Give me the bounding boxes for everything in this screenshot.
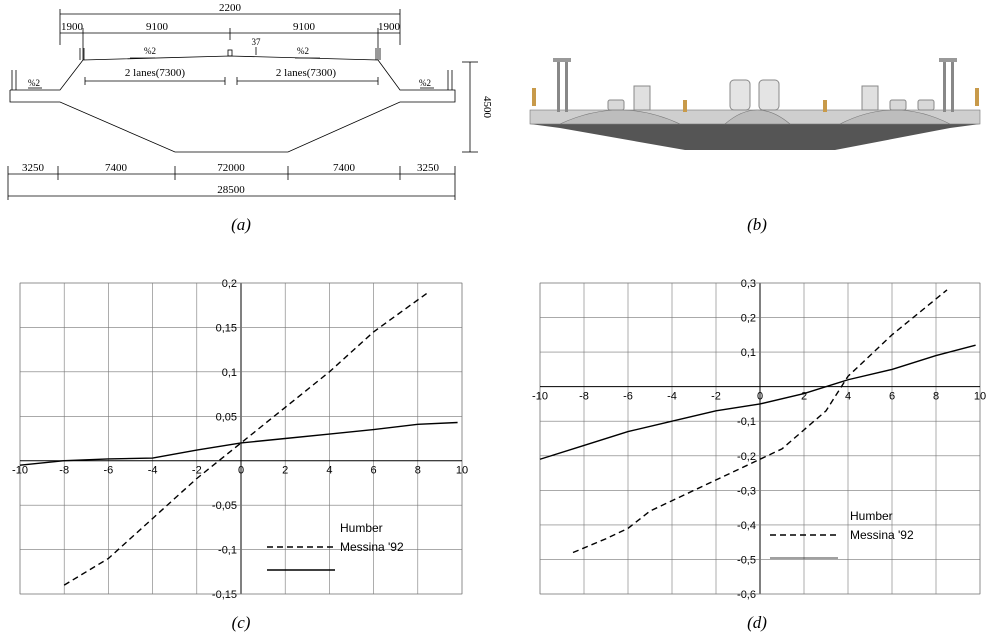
x-tick-label: -4 [667,391,677,403]
dim-bottom-total: 28500 [217,184,245,196]
y-tick-label: -0,3 [737,485,756,497]
dim-top-left-deck: 9100 [146,21,169,33]
legend-label-humber: Humber [340,521,383,535]
x-tick-label: -4 [148,465,158,477]
dim-top-right-cantilever: 1900 [378,21,401,33]
dim-height: 4500 [481,96,493,119]
x-tick-label: 6 [371,465,377,477]
x-tick-label: 0 [757,391,763,403]
y-tick-label: -0,2 [737,451,756,463]
lanes-left-label: 2 lanes(7300) [125,67,186,79]
caption-b: (b) [747,215,767,234]
dim-bottom-5: 3250 [417,162,440,174]
slope-label-1: %2 [144,46,156,56]
caption-a: (a) [231,215,251,234]
y-tick-label: 0,3 [741,278,756,290]
y-tick-label: -0,5 [737,554,756,566]
dim-bottom-2: 7400 [105,162,128,174]
plot-frame [539,282,981,595]
slope-label-2: %2 [297,46,309,56]
x-tick-label: -6 [104,465,114,477]
y-tick-label: -0,1 [737,416,756,428]
x-tick-label: 0 [238,465,244,477]
x-tick-label: -6 [623,391,633,403]
y-tick-label: -0,1 [218,545,237,557]
y-tick-label: 0,05 [216,411,237,423]
marker-label: 37 [252,37,262,47]
legend-label-humber: Humber [850,509,893,523]
plot-frame [19,282,463,595]
x-tick-label: 4 [845,391,851,403]
panel-a-cross-section [7,9,478,200]
x-tick-label: -2 [711,391,721,403]
x-tick-label: -8 [579,391,589,403]
x-tick-label: 2 [801,391,807,403]
lanes-right-label: 2 lanes(7300) [276,67,337,79]
series-line-1 [539,344,976,460]
y-tick-label: -0,15 [212,589,237,601]
x-tick-label: 2 [282,465,288,477]
y-tick-label: -0,6 [737,589,756,601]
dim-bottom-1: 3250 [22,162,45,174]
slope-label-4: %2 [419,78,431,88]
x-tick-label: 4 [326,465,332,477]
x-tick-label: -8 [59,465,69,477]
y-tick-label: -0,4 [737,520,756,532]
y-tick-label: 0,15 [216,322,237,334]
y-tick-label: -0,05 [212,500,237,512]
panel-b-deck-illustration [529,58,981,150]
dim-top-left-cantilever: 1900 [61,21,84,33]
y-tick-label: 0,2 [222,278,237,290]
caption-c: (c) [232,613,251,632]
dim-top-total: 2200 [219,2,242,14]
series-line-0 [572,289,948,554]
slope-label-3: %2 [28,78,40,88]
dim-bottom-4: 7400 [333,162,356,174]
legend-label-messina: Messina '92 [850,528,914,542]
series-line-0 [63,291,430,586]
caption-d: (d) [747,613,767,632]
legend-label-messina: Messina '92 [340,540,404,554]
series-line-1 [19,421,458,466]
x-tick-label: 8 [933,391,939,403]
x-tick-label: 8 [415,465,421,477]
y-tick-label: 0,1 [222,367,237,379]
x-tick-label: -2 [192,465,202,477]
dim-top-right-deck: 9100 [293,21,316,33]
y-tick-label: 0,2 [741,313,756,325]
dim-bottom-3: 72000 [217,162,245,174]
x-tick-label: 6 [889,391,895,403]
y-tick-label: 0,1 [741,347,756,359]
